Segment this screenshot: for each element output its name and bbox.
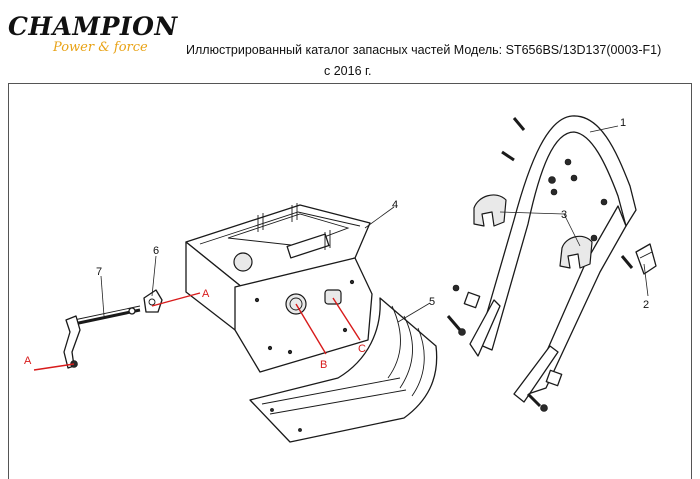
catalog-header: CHAMPION Power & force Иллюстрированный …	[0, 0, 700, 88]
part-housing	[185, 203, 373, 373]
part-bracket	[635, 243, 657, 275]
rod-crank	[63, 315, 81, 369]
housing-top-port	[233, 252, 253, 272]
page-title: Иллюстрированный каталог запасных частей…	[186, 43, 662, 57]
callout-4: 4	[392, 199, 398, 211]
brand-name: CHAMPION	[8, 12, 178, 41]
brand-logo: CHAMPION Power & force	[8, 12, 177, 62]
page-subtitle: с 2016 г.	[324, 64, 372, 78]
brand-tagline: Power & force	[53, 40, 148, 55]
handle-right-foot	[513, 345, 559, 403]
part-lever	[143, 289, 163, 313]
leader-lines	[100, 125, 649, 323]
clamp-upper	[473, 194, 507, 227]
callout-2: 2	[643, 299, 649, 311]
clamp-lower	[559, 235, 593, 269]
callout-6: 6	[153, 245, 159, 257]
housing-front-wall	[234, 257, 373, 373]
callout-7: 7	[96, 266, 102, 278]
red-markers	[33, 292, 361, 371]
header-divider	[8, 83, 692, 84]
fasteners	[446, 117, 634, 412]
marker-a-right: A	[202, 288, 210, 300]
marker-a-left: A	[24, 355, 32, 367]
lever-body	[143, 289, 163, 313]
callout-5: 5	[429, 296, 435, 308]
part-clamps	[473, 194, 593, 269]
chute-deflector-body	[249, 297, 438, 443]
handle-left-foot	[469, 299, 501, 357]
part-chute-deflector	[249, 297, 438, 443]
marker-c: C	[358, 343, 366, 355]
marker-b: B	[320, 359, 327, 371]
part-control-rod	[63, 305, 141, 369]
housing-port-c	[324, 289, 342, 305]
callout-1: 1	[620, 117, 626, 129]
bracket-body	[635, 243, 657, 275]
handle-left-bar	[477, 115, 637, 351]
callout-3: 3	[561, 209, 567, 221]
part-handle	[469, 115, 637, 403]
drawing-frame	[8, 84, 692, 479]
